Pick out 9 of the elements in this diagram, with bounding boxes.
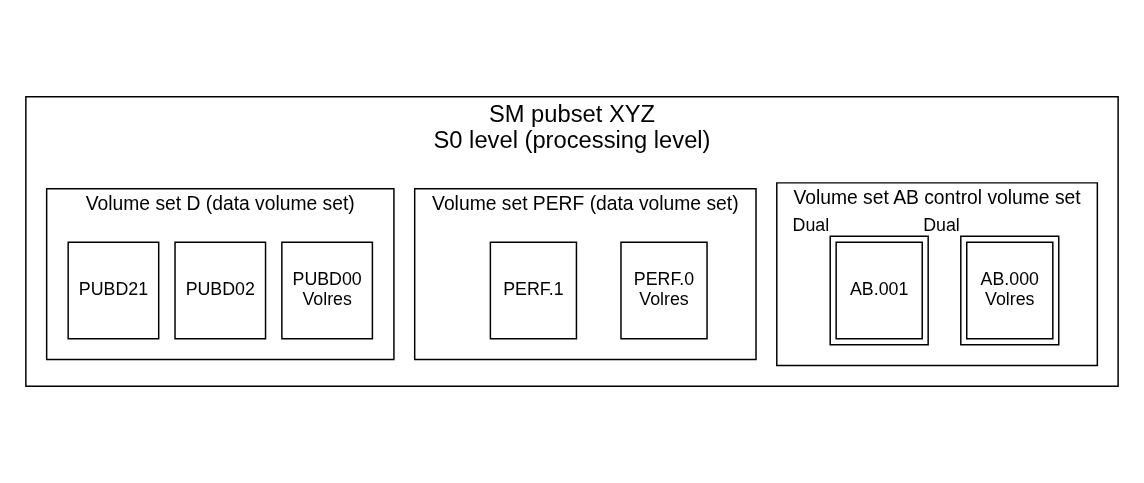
node-box: PUBD00 Volres bbox=[281, 241, 374, 340]
node-box: PERF.0 Volres bbox=[620, 241, 708, 340]
node-box: AB.000 Volres bbox=[960, 235, 1060, 346]
node-box: AB.001 bbox=[829, 235, 929, 346]
node-box: PERF.1 bbox=[489, 241, 578, 340]
node-label: Dual bbox=[792, 215, 830, 236]
node-box: PUBD21 bbox=[67, 241, 160, 340]
node-label: Dual bbox=[923, 215, 960, 236]
node-box: PUBD02 bbox=[174, 241, 267, 340]
